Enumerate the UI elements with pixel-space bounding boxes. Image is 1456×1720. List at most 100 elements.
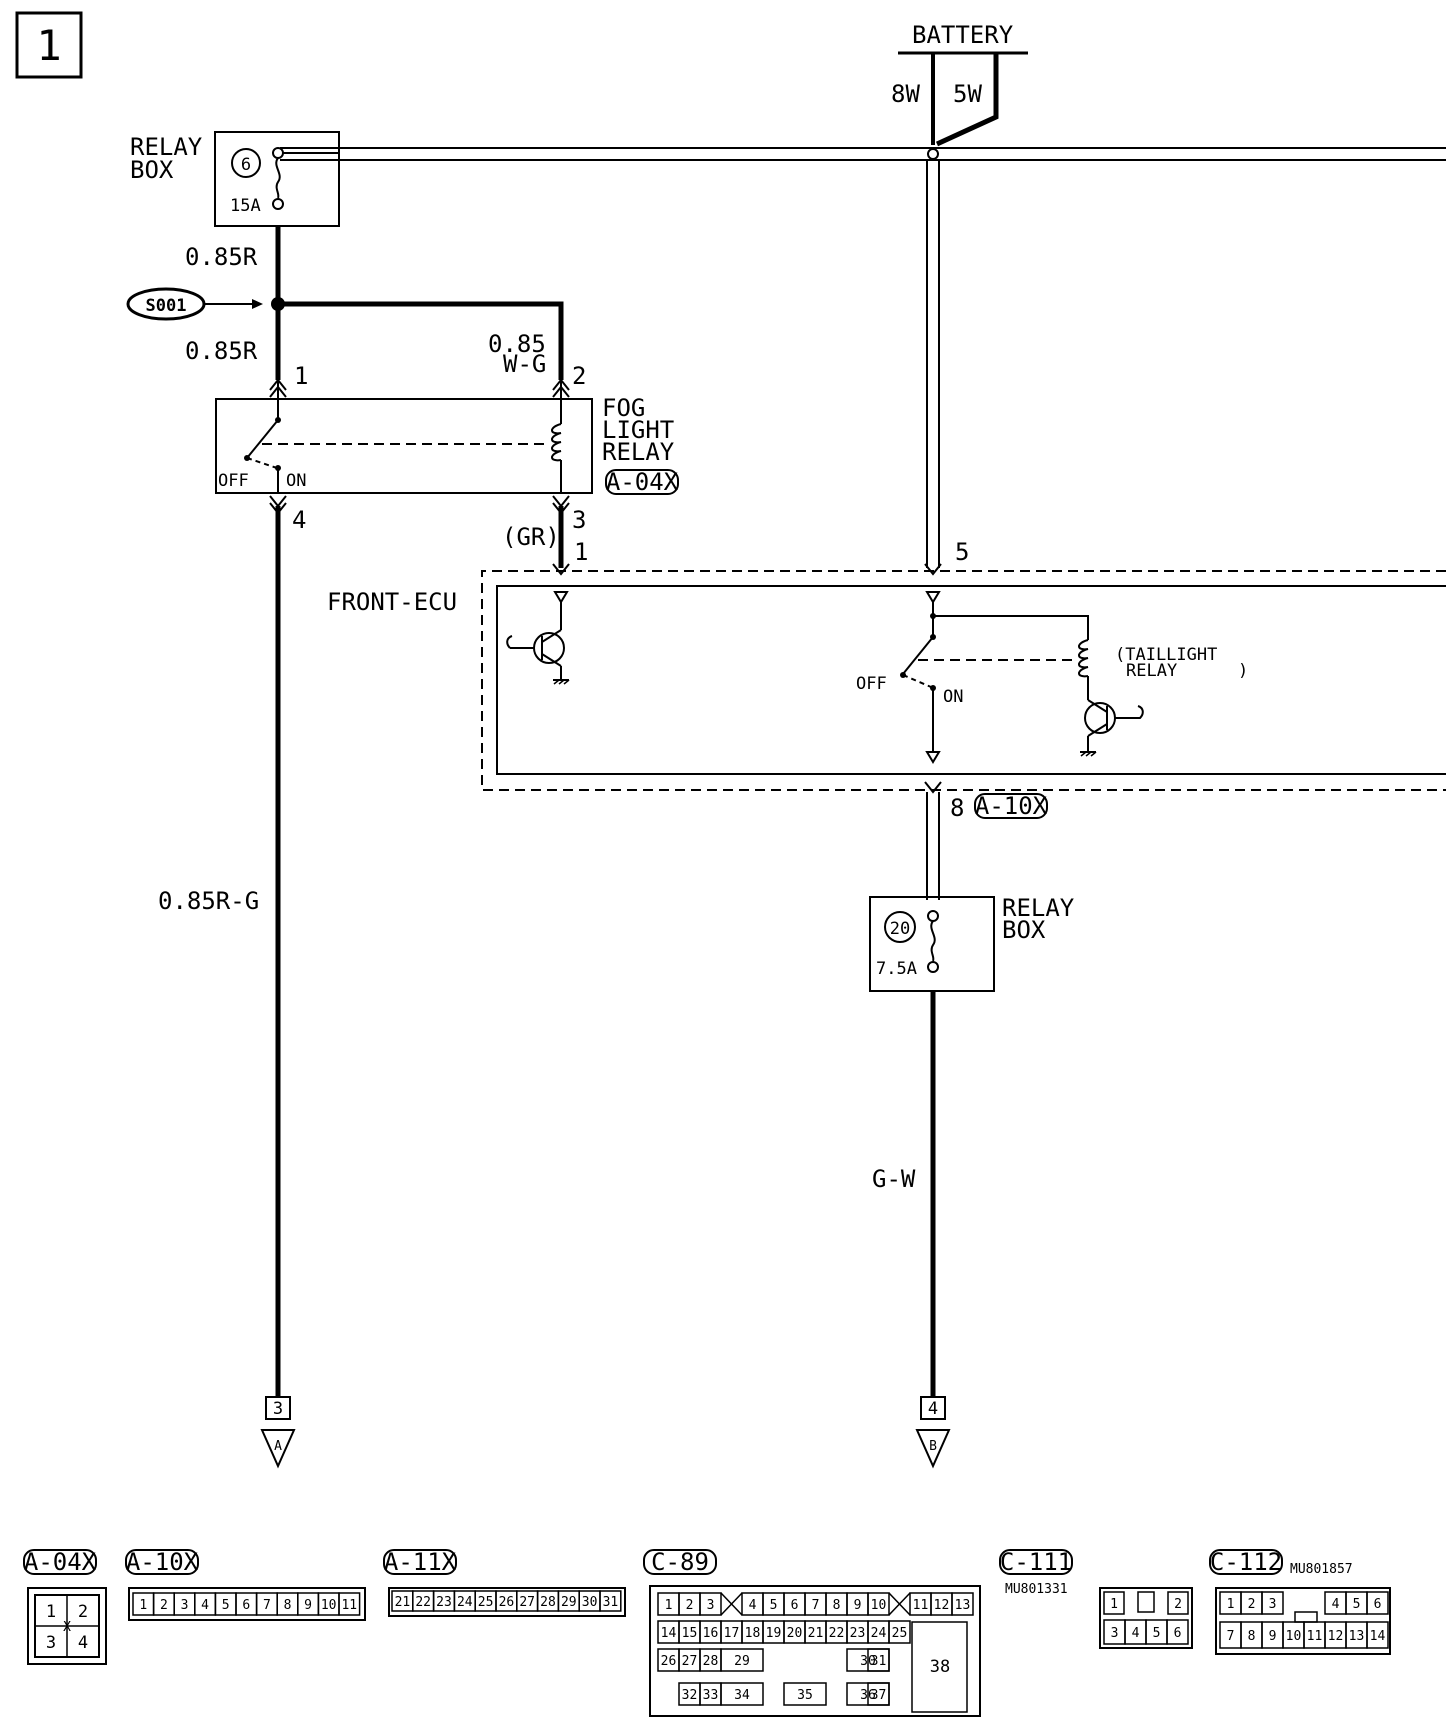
- c89-pin-11: 11: [913, 1598, 929, 1613]
- tail-relay-coil-feed: [933, 615, 1089, 640]
- fuse-6-rating: 15A: [230, 196, 261, 216]
- wire-w-g-label-1: 0.85: [488, 330, 546, 358]
- tail-on-label: ON: [943, 687, 963, 707]
- a04x-pin-3: 3: [46, 1633, 56, 1653]
- c89-pin-16: 16: [703, 1626, 719, 1641]
- fog-pin3-label: 3: [572, 506, 586, 534]
- c112-pin-14: 14: [1370, 1629, 1386, 1644]
- c112-label-frame: [1209, 1549, 1283, 1575]
- c89-pin-23: 23: [850, 1626, 866, 1641]
- battery-label: BATTERY: [912, 21, 1014, 49]
- fuse-6-in: [272, 147, 284, 159]
- c89-label-frame: [643, 1549, 717, 1575]
- c89-pin-21: 21: [808, 1626, 824, 1641]
- ecu-pin5-label: 5: [955, 538, 969, 566]
- ecu-pin1-chevron: [552, 563, 570, 576]
- c112-pin-7: 7: [1227, 1629, 1235, 1644]
- bus-junction: [927, 148, 939, 160]
- c89-pin-22: 22: [829, 1626, 845, 1641]
- a04x-pin-1: 1: [46, 1602, 56, 1622]
- fog-switch-blade: [246, 419, 279, 459]
- c112-label: C-112: [1210, 1548, 1282, 1576]
- fog-on-label: ON: [286, 471, 306, 491]
- a11x-pin-21: 21: [395, 1595, 411, 1610]
- c89-pin-24: 24: [871, 1626, 887, 1641]
- page-number: 1: [36, 21, 61, 70]
- a11x-pin-29: 29: [561, 1595, 577, 1610]
- splice-s001-oval: [126, 287, 206, 321]
- c89-pin-20: 20: [787, 1626, 803, 1641]
- c89-pin-10: 10: [871, 1598, 887, 1613]
- fuse-20-element: [930, 920, 936, 962]
- a11x-label: A-11X: [384, 1548, 457, 1576]
- fog-pin4-label: 4: [292, 506, 306, 534]
- ecu-left-gnd-h2: [558, 679, 565, 685]
- fog-coil: [551, 423, 562, 462]
- c89-pin-1: 1: [665, 1598, 673, 1613]
- c111-part: MU801331: [1005, 1582, 1068, 1597]
- fog-pin2-label: 2: [572, 362, 586, 390]
- taillight-label-3: ): [1238, 661, 1248, 681]
- c111-label-frame: [999, 1549, 1073, 1575]
- fuse-20-badge: [884, 911, 916, 943]
- ecu-label: FRONT-ECU: [327, 588, 457, 616]
- c111-pin-3: 3: [1111, 1626, 1119, 1641]
- wire-w-g-label-2: W-G: [503, 350, 546, 378]
- a10x-pin-11-cell: [338, 1592, 361, 1616]
- ecu-left-gnd-h3: [563, 679, 570, 685]
- ecu-right-triangle-bot: [925, 751, 941, 764]
- ecu-pin8-chevron: [924, 781, 942, 794]
- c89-pin-38: 38: [930, 1657, 950, 1677]
- c89-pin-9: 9: [854, 1598, 862, 1613]
- c89-pin-10-cell: [867, 1592, 890, 1616]
- a04x-pin-2: 2: [78, 1602, 88, 1622]
- ecu-inner-box: [496, 585, 1446, 775]
- c89-pin-33: 33: [703, 1688, 719, 1703]
- ecu-transistor-left-e: [541, 653, 562, 667]
- c112-pin-3-cell: [1261, 1591, 1284, 1615]
- ecu-right-triangle-top: [925, 591, 941, 604]
- c89-pin-27: 27: [682, 1654, 698, 1669]
- a10x-pin-5: 5: [222, 1598, 230, 1613]
- ecu-pin5-chevron: [924, 563, 942, 576]
- wire-g-w-label: G-W: [872, 1165, 916, 1193]
- c89-pin-17: 17: [724, 1626, 740, 1641]
- c111-pin-4: 4: [1132, 1626, 1140, 1641]
- fuse-6-out: [272, 198, 284, 210]
- a10x-pin-6: 6: [242, 1598, 250, 1613]
- c89-label: C-89: [651, 1548, 709, 1576]
- c112-pin-9: 9: [1269, 1629, 1277, 1644]
- tail-relay-coil: [1078, 639, 1089, 678]
- output-b-letter: B: [929, 1439, 937, 1454]
- c112-pin-1: 1: [1227, 1597, 1235, 1612]
- wire-w-g-feed: [278, 301, 564, 380]
- c112-pin-12: 12: [1328, 1629, 1344, 1644]
- tail-relay-blade: [902, 636, 934, 675]
- battery-wire-5w: 5W: [953, 80, 982, 108]
- tail-off-label: OFF: [856, 674, 887, 694]
- a10x-label: A-10X: [126, 1548, 199, 1576]
- a11x-pin-25: 25: [478, 1595, 494, 1610]
- c89-pin-29-cell: [720, 1648, 764, 1672]
- c112-pin-10: 10: [1286, 1629, 1302, 1644]
- c112-part: MU801857: [1290, 1562, 1353, 1577]
- c89-pin-28: 28: [703, 1654, 719, 1669]
- c89-pin-13-cell: [951, 1592, 974, 1616]
- fuse-6-element: [275, 157, 281, 199]
- a10x-pin-4: 4: [201, 1598, 209, 1613]
- c112-pin-2: 2: [1248, 1597, 1256, 1612]
- fog-relay-label-2: LIGHT: [602, 416, 674, 444]
- battery-feed-5w: [935, 53, 999, 147]
- output-a-triangle: [260, 1429, 296, 1469]
- c111-pin-5: 5: [1153, 1626, 1161, 1641]
- c89-blank-b-1: [888, 1592, 911, 1616]
- a11x-outer: [388, 1587, 626, 1617]
- ecu-right-gnd-h1: [1080, 751, 1087, 757]
- fuse-20-number: 20: [890, 919, 910, 939]
- c89-pin-37-cell: [867, 1682, 890, 1706]
- a04x-pin-4: 4: [78, 1633, 88, 1653]
- output-3-number: 3: [273, 1399, 283, 1419]
- a10x-pin-10: 10: [321, 1598, 337, 1613]
- c112-pin-11: 11: [1307, 1629, 1323, 1644]
